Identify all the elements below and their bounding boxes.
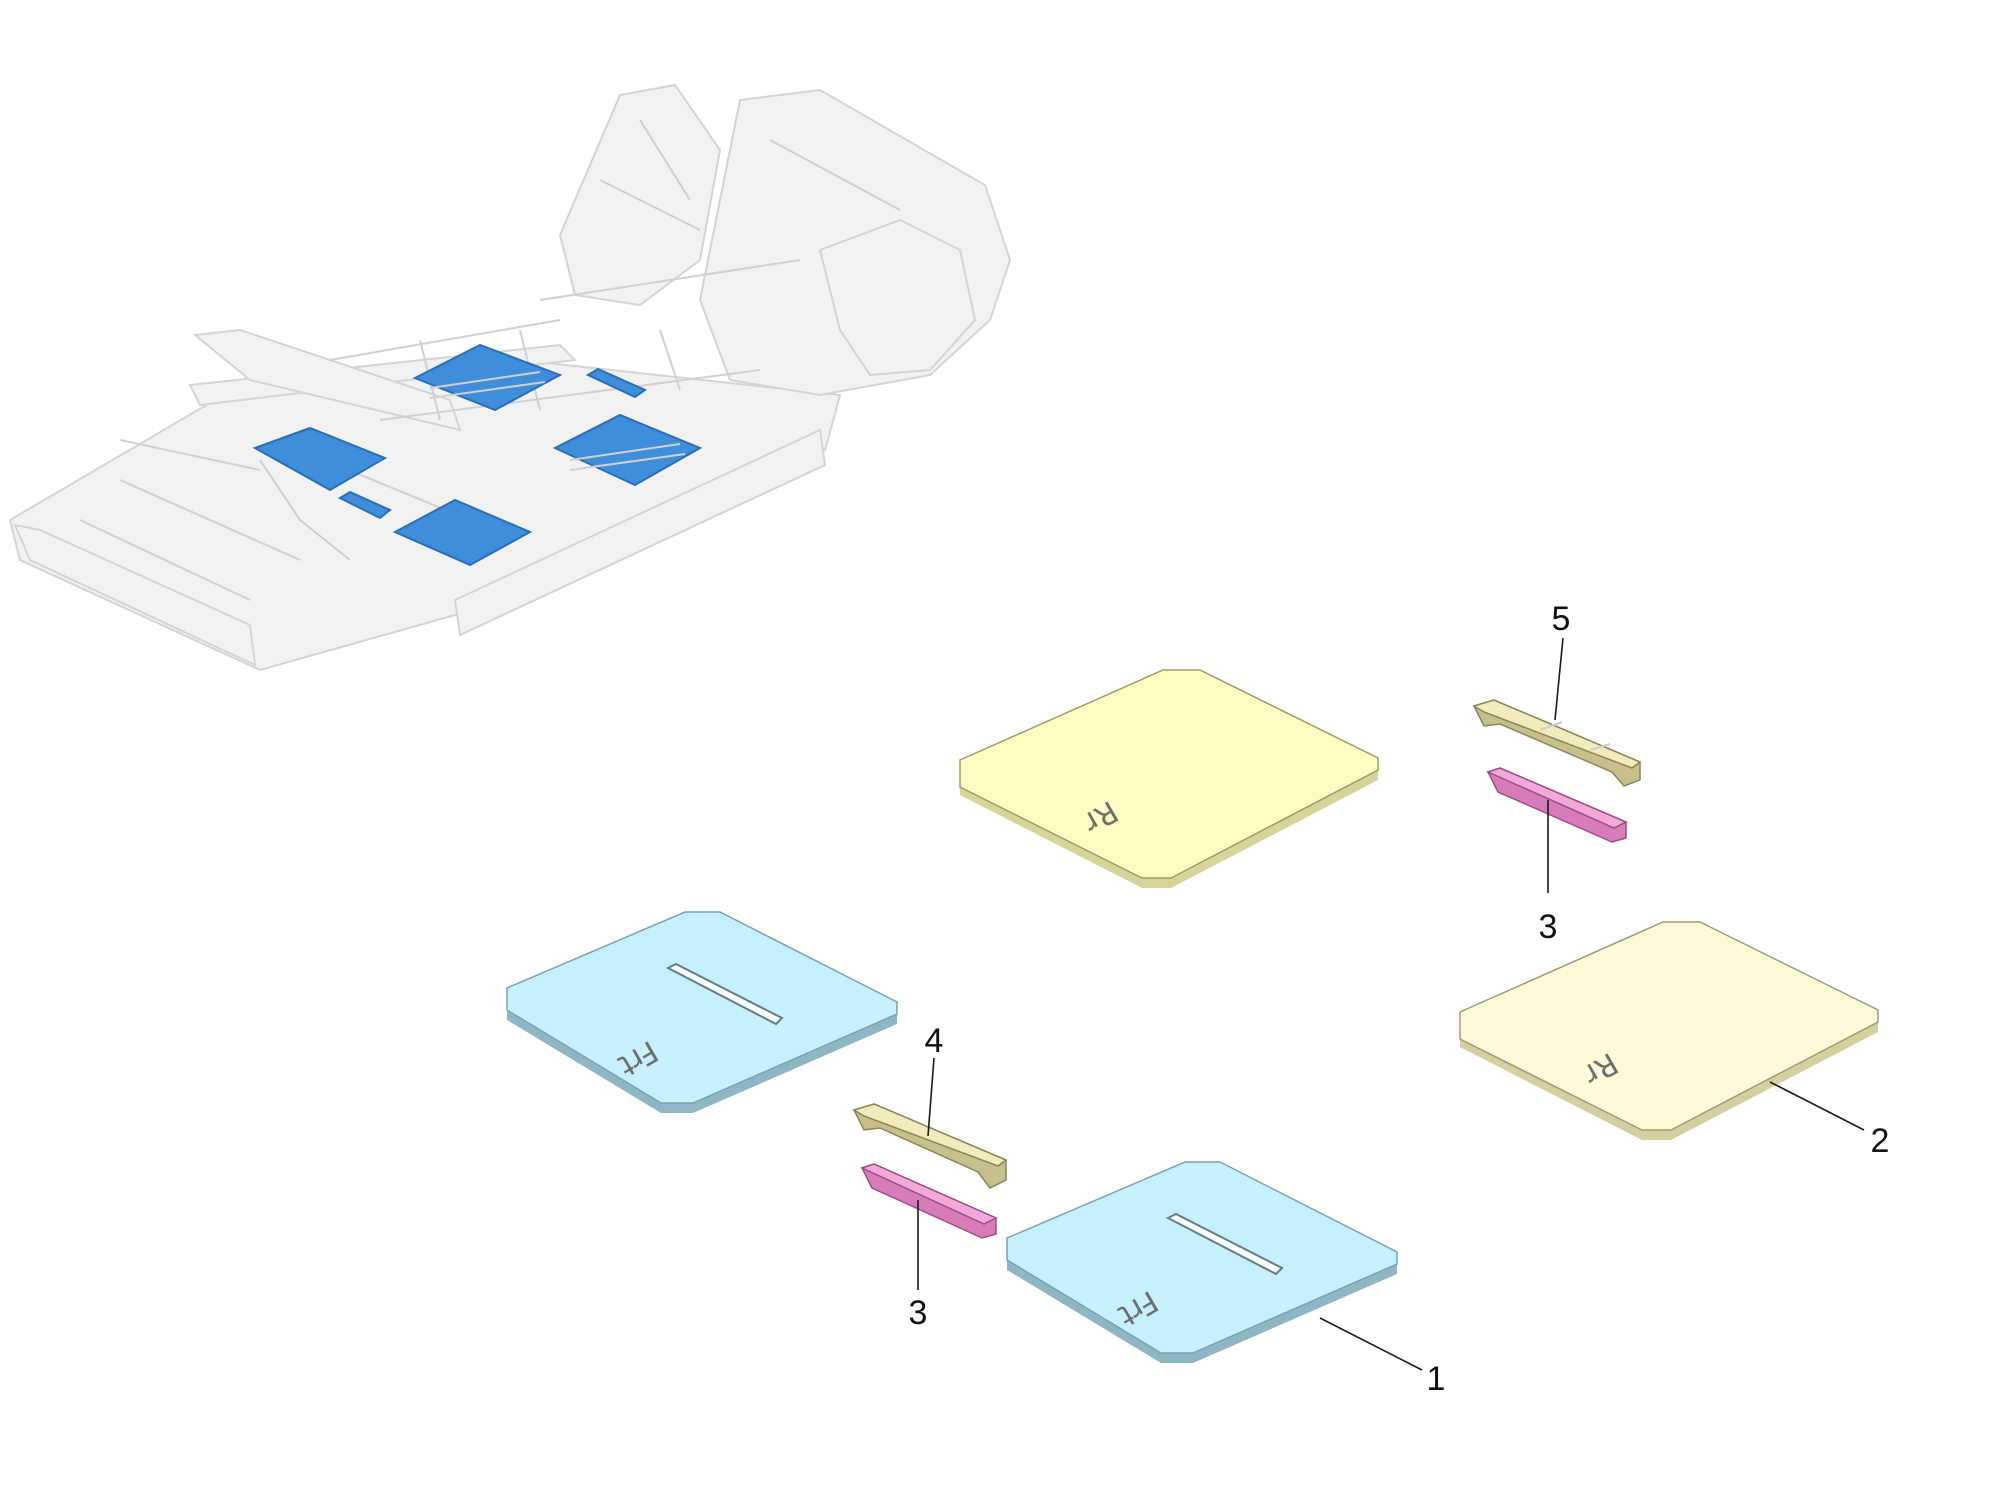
leader-line-2 xyxy=(1769,1081,1865,1131)
part-3-rear-spacer xyxy=(1485,767,1628,843)
part-4-front-spacer xyxy=(852,1103,1008,1189)
leader-line-1 xyxy=(1319,1317,1423,1371)
vehicle-highlight-pads xyxy=(252,343,703,567)
part-2-rear-pad: Rr xyxy=(1459,921,1879,1140)
callout-4: 4 xyxy=(925,1022,944,1060)
callouts: 5 3 2 4 3 1 xyxy=(909,600,1890,1398)
callout-1: 1 xyxy=(1427,1360,1446,1398)
highlight-spacer-front xyxy=(337,490,392,520)
callout-3-front: 3 xyxy=(909,1294,928,1332)
callout-2: 2 xyxy=(1871,1122,1890,1160)
part-3-front-spacer xyxy=(859,1163,998,1239)
front-left-pad-slot xyxy=(665,962,784,1026)
part-5-rear-spacer xyxy=(1472,699,1642,787)
part-1-slot xyxy=(1165,1212,1284,1276)
highlight-pad-rear-right xyxy=(552,413,703,487)
vehicle-underbody-overview xyxy=(8,83,1012,672)
callout-5: 5 xyxy=(1552,600,1571,638)
leader-line-5 xyxy=(1554,637,1564,721)
leader-line-4 xyxy=(927,1057,935,1137)
rear-left-pad: Rr xyxy=(959,669,1379,888)
highlight-pad-front-left xyxy=(252,426,388,492)
callout-3-rear: 3 xyxy=(1539,908,1558,946)
highlight-spacer-rear xyxy=(585,367,648,399)
highlight-pad-rear-left xyxy=(412,343,563,412)
part-1-front-pad: Frt xyxy=(1006,1161,1398,1363)
front-left-pad: Frt xyxy=(506,911,898,1113)
leader-lines xyxy=(917,637,1865,1371)
highlight-pad-front-right xyxy=(392,498,533,567)
